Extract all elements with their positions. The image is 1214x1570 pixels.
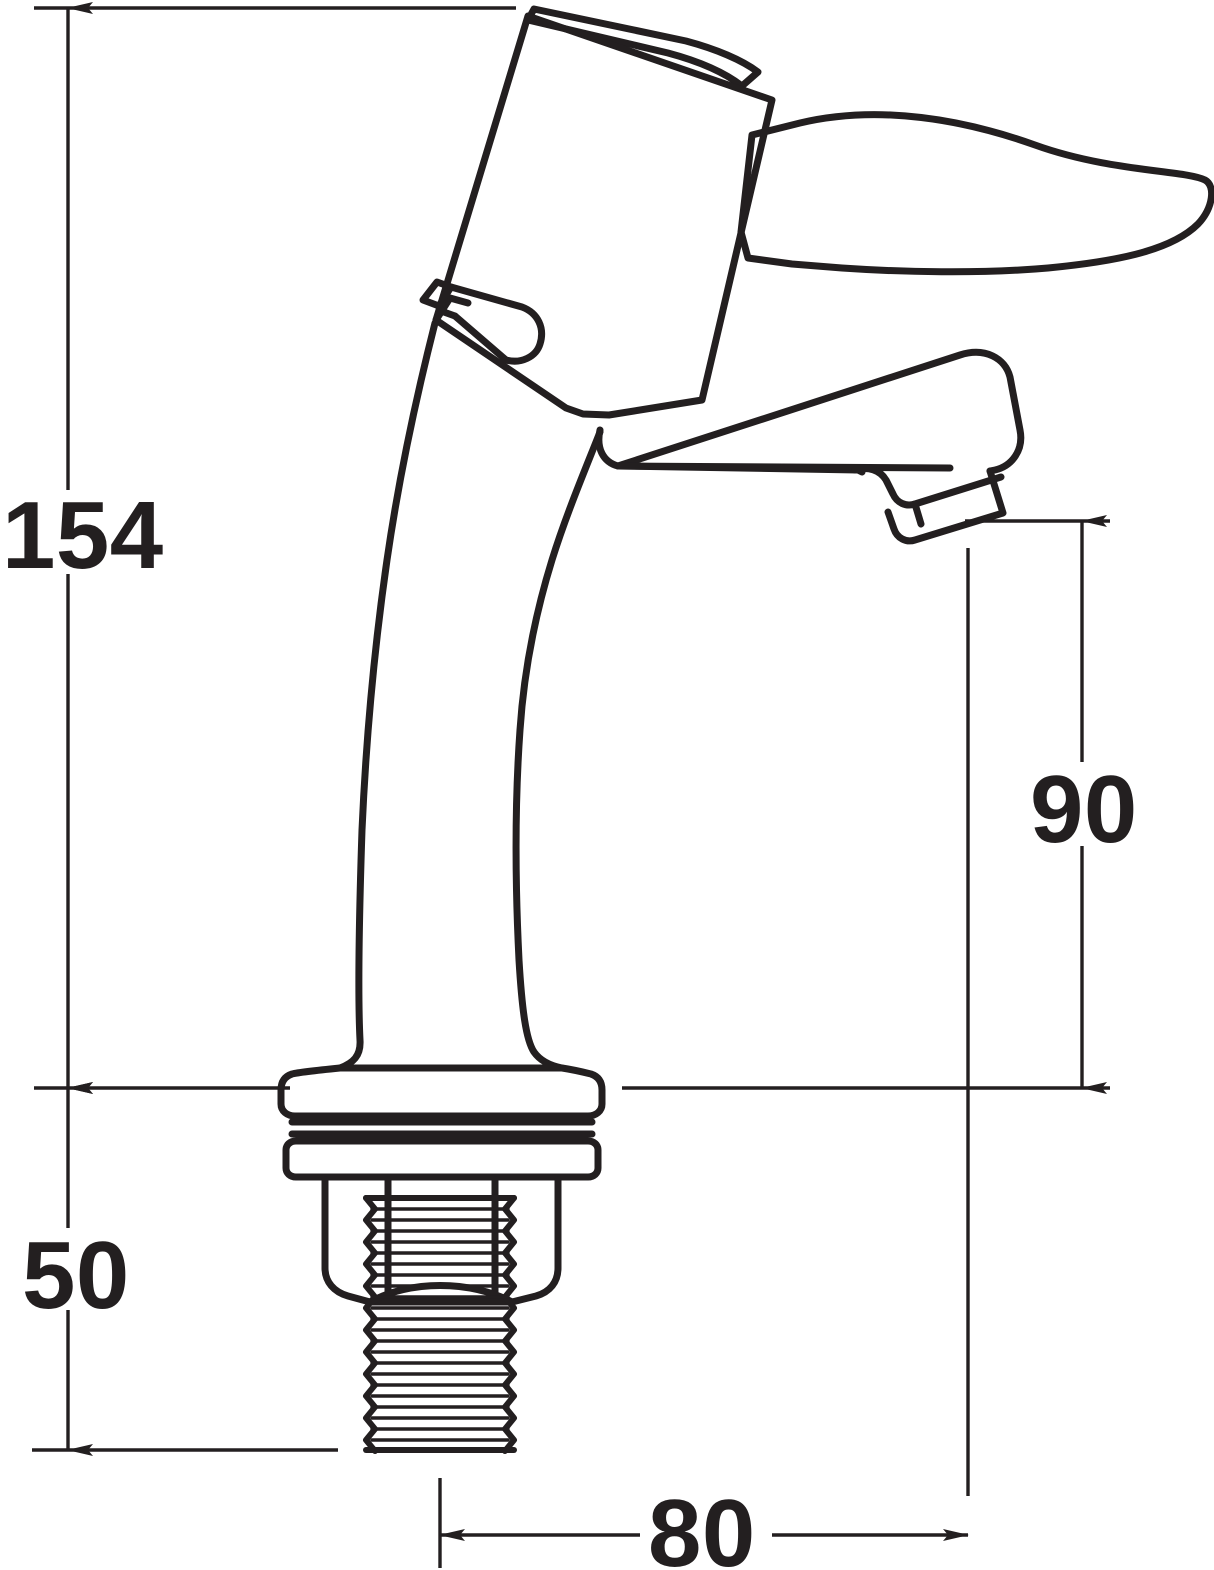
dimension-lines [32,1,1110,1568]
spout-outlet [851,464,1007,545]
indicator-button [419,278,546,365]
threaded-tail [363,1195,517,1454]
aerator [911,500,925,528]
dimension-label-spout-height: 90 [1030,756,1138,863]
headwork-body [432,5,776,419]
column [336,319,604,1072]
dimension-label-tail-length: 50 [22,1222,130,1329]
spout [595,348,1025,476]
lever-handle [737,111,1214,276]
base-flange [277,1064,606,1181]
dimension-label-height-total: 154 [2,482,164,589]
dimension-label-spout-reach: 80 [648,1480,756,1570]
